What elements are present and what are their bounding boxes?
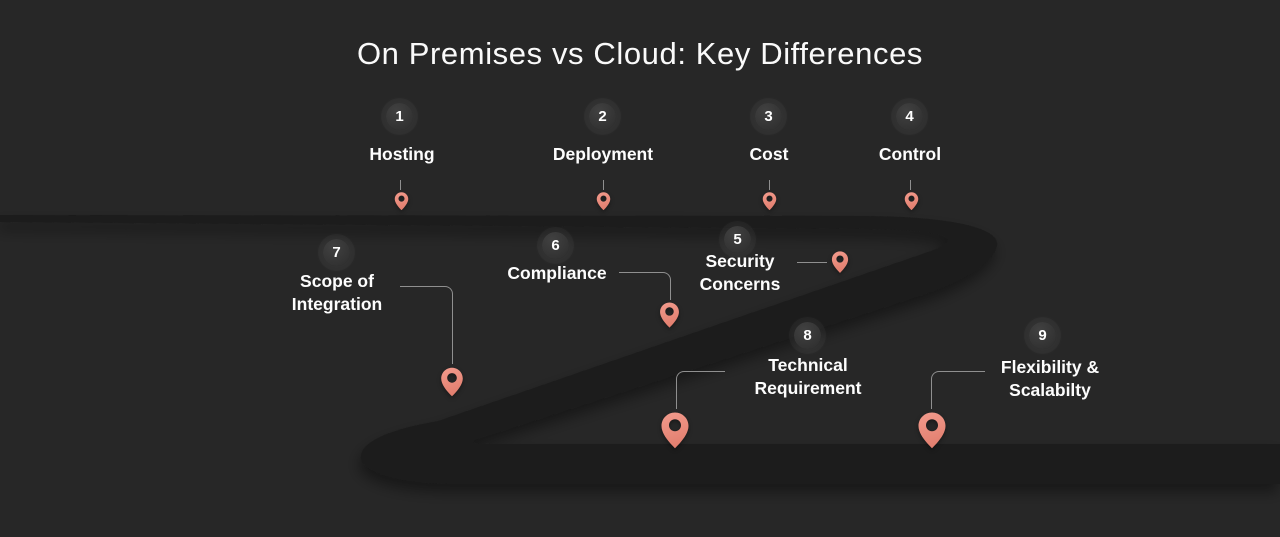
map-pin-icon: [596, 192, 611, 211]
map-pin-icon: [660, 302, 679, 328]
connector-line: [769, 180, 770, 190]
map-pin-icon: [661, 412, 689, 449]
connector-line: [797, 262, 827, 263]
step-number-badge: 9: [1029, 322, 1056, 349]
step-number-badge: 8: [794, 322, 821, 349]
step-number-badge: 5: [724, 226, 751, 253]
step-number-badge: 4: [896, 103, 923, 130]
step-label: Control: [878, 144, 942, 164]
connector-line: [603, 180, 604, 190]
map-pin-icon: [394, 192, 409, 211]
map-pin-icon: [762, 192, 777, 211]
map-pin-icon: [918, 412, 946, 449]
step-number-badge: 7: [323, 239, 350, 266]
step-label: Hosting: [369, 144, 435, 164]
connector-line: [910, 180, 911, 190]
connector-line: [931, 371, 985, 409]
step-number-badge: 1: [386, 103, 413, 130]
connector-line: [619, 272, 671, 300]
connector-line: [400, 286, 453, 364]
step-label: Flexibility & Scalabilty: [1000, 357, 1100, 400]
step-label: Scope of Integration: [291, 271, 383, 314]
step-number-badge: 2: [589, 103, 616, 130]
step-label: Cost: [749, 144, 789, 164]
step-label: Security Concerns: [699, 251, 781, 294]
map-pin-icon: [904, 192, 919, 211]
step-label: Compliance: [507, 263, 607, 283]
step-label: Technical Requirement: [754, 355, 862, 398]
step-label: Deployment: [552, 144, 654, 164]
connector-line: [676, 371, 725, 409]
map-pin-icon: [831, 251, 849, 273]
page-title: On Premises vs Cloud: Key Differences: [356, 36, 924, 71]
connector-line: [400, 180, 401, 190]
map-pin-icon: [441, 367, 463, 397]
step-number-badge: 6: [542, 232, 569, 259]
step-number-badge: 3: [755, 103, 782, 130]
